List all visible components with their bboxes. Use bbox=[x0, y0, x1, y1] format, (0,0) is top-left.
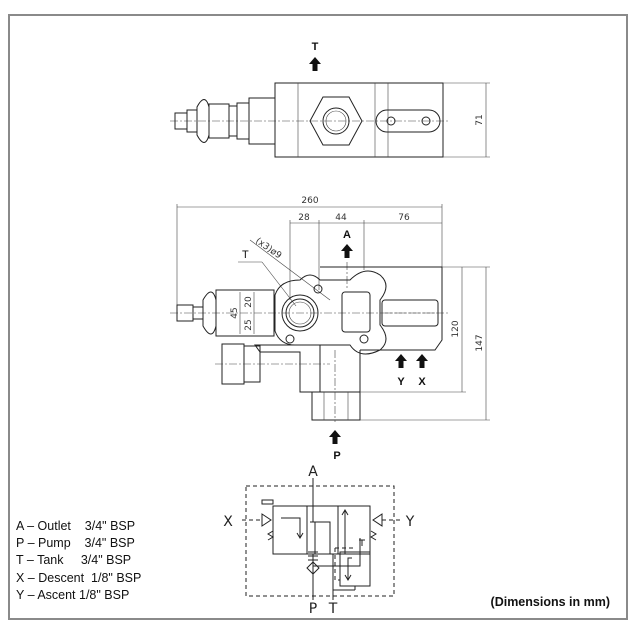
dim-20: 20 bbox=[244, 296, 254, 308]
schematic-y: Y bbox=[405, 514, 415, 530]
dim-76: 76 bbox=[398, 213, 410, 223]
port-y-label: Y bbox=[397, 376, 405, 388]
dim-120: 120 bbox=[451, 320, 461, 337]
dim-28: 28 bbox=[298, 213, 310, 223]
port-x-label: X bbox=[418, 376, 426, 388]
legend-item-a: A – Outlet 3/4" BSP bbox=[16, 519, 136, 533]
port-t-opening bbox=[281, 294, 319, 332]
top-port-t-arrow bbox=[309, 57, 321, 71]
dim-147: 147 bbox=[475, 334, 485, 351]
drawing-frame bbox=[8, 14, 628, 620]
schematic-p: P bbox=[309, 601, 317, 617]
front-view: 260 28 44 76 (x3)ø9 T A bbox=[170, 196, 490, 462]
port-p-label: P bbox=[333, 450, 340, 462]
dim-25: 25 bbox=[244, 319, 254, 330]
top-view: T 71 bbox=[170, 41, 490, 158]
dimensions-note: (Dimensions in mm) bbox=[490, 595, 610, 609]
dim-44: 44 bbox=[335, 213, 347, 223]
dim-260: 260 bbox=[301, 196, 318, 206]
schematic-a: A bbox=[308, 464, 318, 480]
port-t-callout: T bbox=[242, 249, 249, 261]
schematic-x: X bbox=[223, 514, 233, 530]
dim-45: 45 bbox=[230, 307, 240, 318]
hole-note: (x3)ø9 bbox=[253, 236, 283, 261]
legend-item-y: Y – Ascent 1/8" BSP bbox=[16, 587, 130, 602]
valve-flange bbox=[274, 270, 387, 355]
port-a-label: A bbox=[343, 229, 351, 241]
hex-port-fitting bbox=[309, 96, 363, 146]
legend-item-x: X – Descent 1/8" BSP bbox=[16, 570, 142, 585]
hydraulic-schematic: A X Y P T bbox=[223, 464, 415, 617]
port-legend: A – Outlet 3/4" BSP P – Pump 3/4" BSP T … bbox=[16, 518, 141, 604]
legend-item-p: P – Pump 3/4" BSP bbox=[16, 536, 135, 551]
dim-71: 71 bbox=[475, 114, 485, 125]
legend-item-t: T – Tank 3/4" BSP bbox=[16, 553, 132, 568]
top-port-t-label: T bbox=[312, 41, 319, 53]
schematic-t: T bbox=[328, 601, 338, 617]
